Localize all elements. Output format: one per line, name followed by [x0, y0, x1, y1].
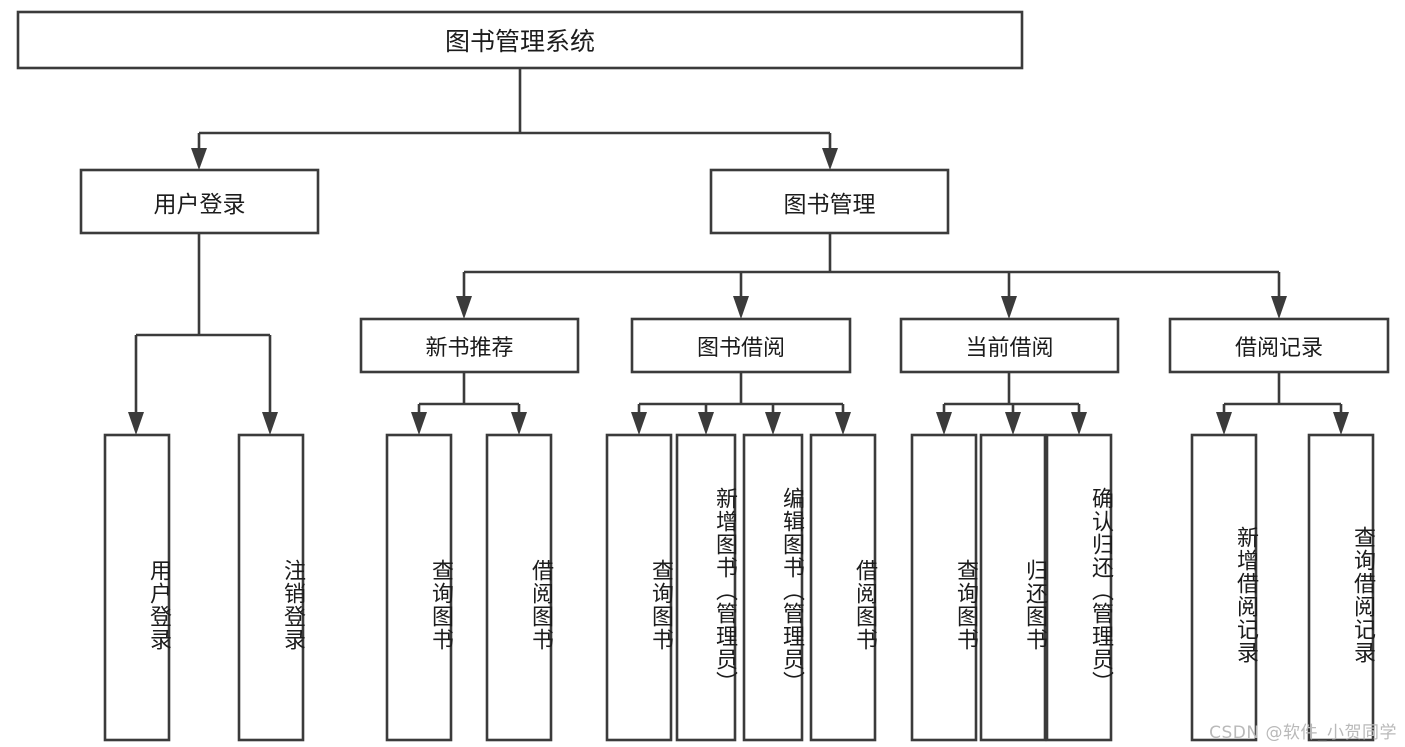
arrowhead-l3: [411, 412, 427, 435]
arrowhead-l5: [631, 412, 647, 435]
arrowhead-l11: [1071, 412, 1087, 435]
arrowhead-l10: [1005, 412, 1021, 435]
node-borrow[interactable]: [630, 317, 852, 374]
arrowhead-l6: [698, 412, 714, 435]
arrowhead-l4: [511, 412, 527, 435]
node-newbook[interactable]: [359, 317, 580, 374]
node-root[interactable]: [16, 10, 1024, 70]
arrowhead-login: [191, 148, 207, 170]
arrowhead-records: [1271, 296, 1287, 319]
node-leaf-l5[interactable]: [605, 433, 673, 742]
arrowhead-current: [1001, 296, 1017, 319]
arrowhead-l12: [1216, 412, 1232, 435]
arrowhead-l8: [835, 412, 851, 435]
node-leaf-l1[interactable]: [103, 433, 171, 742]
node-leaf-l4[interactable]: [485, 433, 553, 742]
node-leaf-l6[interactable]: [675, 433, 737, 742]
arrowhead-bookmgmt: [822, 148, 838, 170]
node-bookmgmt[interactable]: [709, 168, 950, 235]
node-layer: [16, 10, 1390, 742]
node-leaf-l10[interactable]: [979, 433, 1047, 742]
arrowhead-l9: [936, 412, 952, 435]
node-leaf-l8[interactable]: [809, 433, 877, 742]
arrowhead-l2: [262, 412, 278, 435]
node-leaf-l9[interactable]: [910, 433, 978, 742]
node-leaf-l11[interactable]: [1045, 433, 1113, 742]
node-leaf-l13[interactable]: [1307, 433, 1375, 742]
node-leaf-l2[interactable]: [237, 433, 305, 742]
node-leaf-l3[interactable]: [385, 433, 453, 742]
edge-layer: [128, 68, 1349, 435]
arrowhead-borrow: [733, 296, 749, 319]
arrowhead-newbook: [456, 296, 472, 319]
node-leaf-l7[interactable]: [742, 433, 804, 742]
node-login[interactable]: [79, 168, 320, 235]
node-records[interactable]: [1168, 317, 1390, 374]
arrowhead-l1: [128, 412, 144, 435]
node-leaf-l12[interactable]: [1190, 433, 1258, 742]
arrowhead-l7: [765, 412, 781, 435]
node-current[interactable]: [899, 317, 1120, 374]
arrowhead-l13: [1333, 412, 1349, 435]
